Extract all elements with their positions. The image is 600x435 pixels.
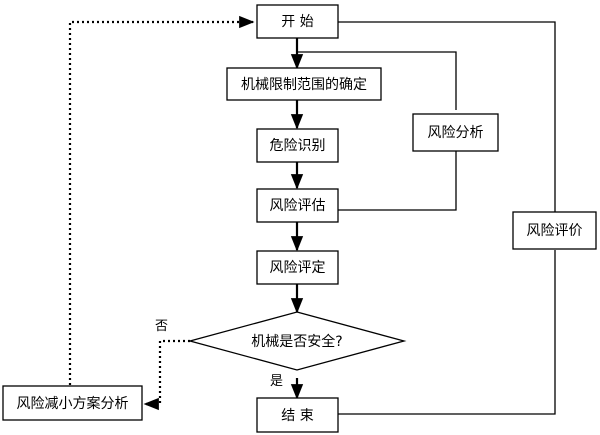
node-risk-reduction: 风险减小方案分析 xyxy=(2,385,143,421)
node-start: 开 始 xyxy=(256,4,339,39)
edge-label-no: 否 xyxy=(155,319,168,334)
node-hazard-identification: 危险识别 xyxy=(256,128,339,163)
node-risk-estimation-label: 风险评估 xyxy=(270,198,326,214)
node-risk-analysis: 风险分析 xyxy=(412,113,499,152)
node-determine-limits-label: 机械限制范围的确定 xyxy=(241,76,367,93)
node-risk-assessment: 风险评价 xyxy=(512,211,597,250)
node-risk-assessment-label: 风险评价 xyxy=(527,223,583,239)
bracket-risk-analysis-top xyxy=(297,51,457,110)
node-start-label: 开 始 xyxy=(281,14,313,30)
edge-decision-no-to-reduction xyxy=(143,339,190,411)
bracket-risk-analysis-bottom xyxy=(338,150,457,211)
node-risk-evaluation: 风险评定 xyxy=(256,250,339,285)
node-determine-limits: 机械限制范围的确定 xyxy=(226,67,382,101)
node-risk-analysis-label: 风险分析 xyxy=(428,125,484,141)
edge-label-yes: 是 xyxy=(270,374,283,389)
node-risk-estimation: 风险评估 xyxy=(256,188,339,223)
node-hazard-identification-label: 危险识别 xyxy=(270,138,326,154)
node-end-label: 结 束 xyxy=(281,408,313,424)
bracket-risk-assessment-bottom xyxy=(338,250,556,415)
node-risk-reduction-label: 风险减小方案分析 xyxy=(17,395,129,412)
edge-reduction-feedback-to-start xyxy=(68,15,255,385)
node-risk-evaluation-label: 风险评定 xyxy=(270,260,326,276)
node-decision: 机械是否安全? xyxy=(187,311,407,371)
node-decision-label: 机械是否安全? xyxy=(251,333,342,350)
bracket-risk-assessment-top xyxy=(338,21,556,212)
node-end: 结 束 xyxy=(256,397,339,433)
